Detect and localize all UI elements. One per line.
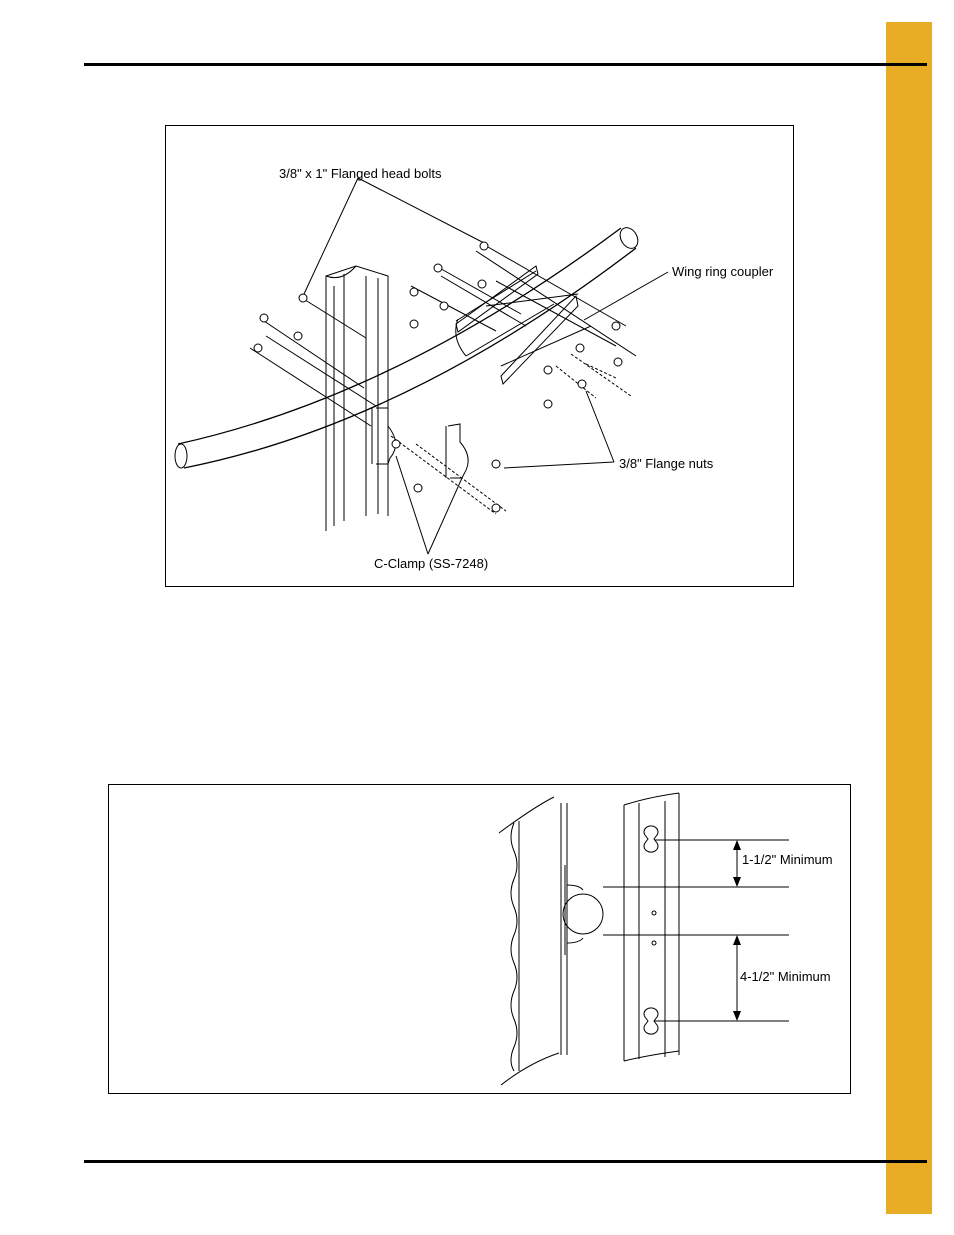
bottom-minimum-label: 4-1/2" Minimum [740, 969, 831, 984]
clamp-spacing-drawing [498, 792, 789, 1086]
coupler-label: Wing ring coupler [672, 264, 774, 279]
nuts-label: 3/8" Flange nuts [619, 456, 714, 471]
top-minimum-label: 1-1/2" Minimum [742, 852, 833, 867]
bolts-label: 3/8" x 1" Flanged head bolts [279, 166, 442, 181]
wing-ring-assembly-drawing [174, 177, 669, 555]
wing-ring-assembly-figure: 3/8" x 1" Flanged head bolts Wing ring c… [165, 125, 794, 587]
footer-rule [84, 1160, 927, 1163]
clamp-spacing-figure: 1-1/2" Minimum 4-1/2" Minimum [108, 784, 851, 1094]
header-rule [84, 63, 927, 66]
section-tab [886, 22, 932, 1214]
clamp-label: C-Clamp (SS-7248) [374, 556, 489, 571]
